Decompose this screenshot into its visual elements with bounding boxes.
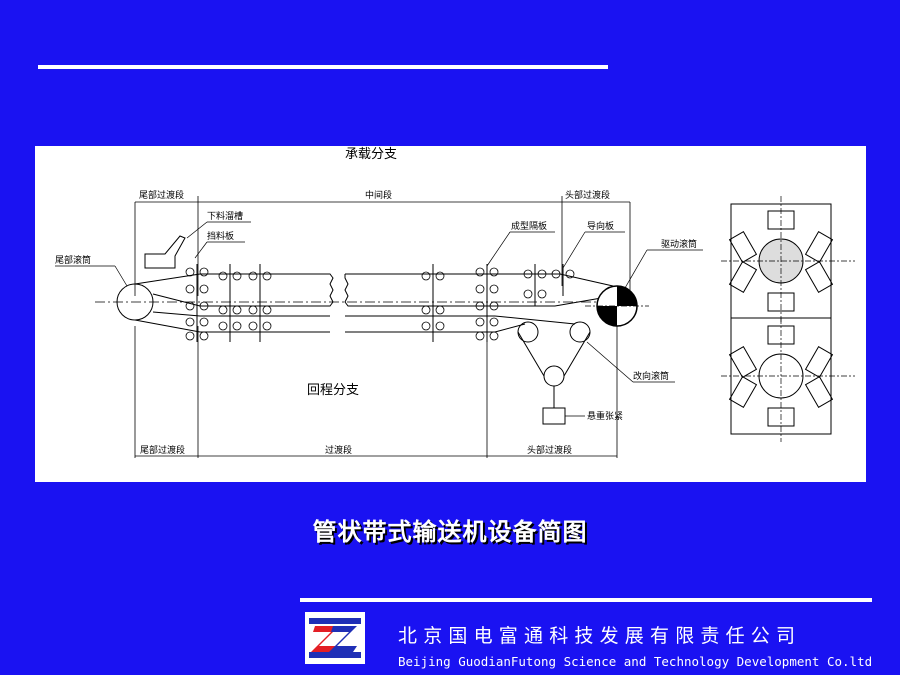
label-tail-pulley: 尾部滚筒 (55, 254, 91, 266)
dim-bottom-head-transition: 头部过渡段 (527, 444, 572, 456)
feed-chute (144, 235, 186, 269)
cross-section-views (721, 196, 855, 442)
label-drive-pulley: 驱动滚筒 (661, 238, 697, 250)
bend-pulleys (517, 321, 591, 425)
dim-bottom-tail-transition: 尾部过渡段 (140, 444, 185, 456)
label-forming-plate: 成型隔板 (511, 220, 547, 232)
return-branch-label: 回程分支 (307, 383, 359, 398)
top-divider (38, 65, 608, 69)
carrying-belt (134, 273, 614, 307)
bottom-dimension-line (134, 316, 618, 458)
company-logo (305, 612, 365, 664)
label-bend-pulley: 改向滚筒 (633, 370, 669, 382)
idler-sets (185, 264, 575, 342)
dim-top-middle: 中间段 (365, 189, 392, 201)
label-guide-board: 挡料板 (207, 230, 234, 242)
conveyor-diagram: 尾部过渡段 中间段 头部过渡段 承载分支 尾部过渡段 过渡段 头部过渡段 (35, 146, 866, 482)
dim-top-head-transition: 头部过渡段 (565, 189, 610, 201)
company-name-cn: 北京国电富通科技发展有限责任公司 (398, 625, 802, 647)
label-take-up: 悬重张紧 (587, 410, 623, 422)
dim-top-tail-transition: 尾部过渡段 (139, 189, 184, 201)
drive-pulley (585, 285, 649, 327)
bottom-divider (300, 598, 872, 602)
company-name-en: Beijing GuodianFutong Science and Techno… (398, 654, 873, 669)
label-hexagon-plate: 导向板 (587, 220, 614, 232)
return-belt (134, 311, 576, 333)
label-feed-chute: 下料溜槽 (207, 210, 243, 222)
top-dimension-line (134, 196, 631, 296)
figure-caption: 管状带式输送机设备简图 (312, 518, 588, 546)
dim-bottom-transition: 过渡段 (325, 444, 352, 456)
carry-branch-label: 承载分支 (345, 147, 397, 162)
